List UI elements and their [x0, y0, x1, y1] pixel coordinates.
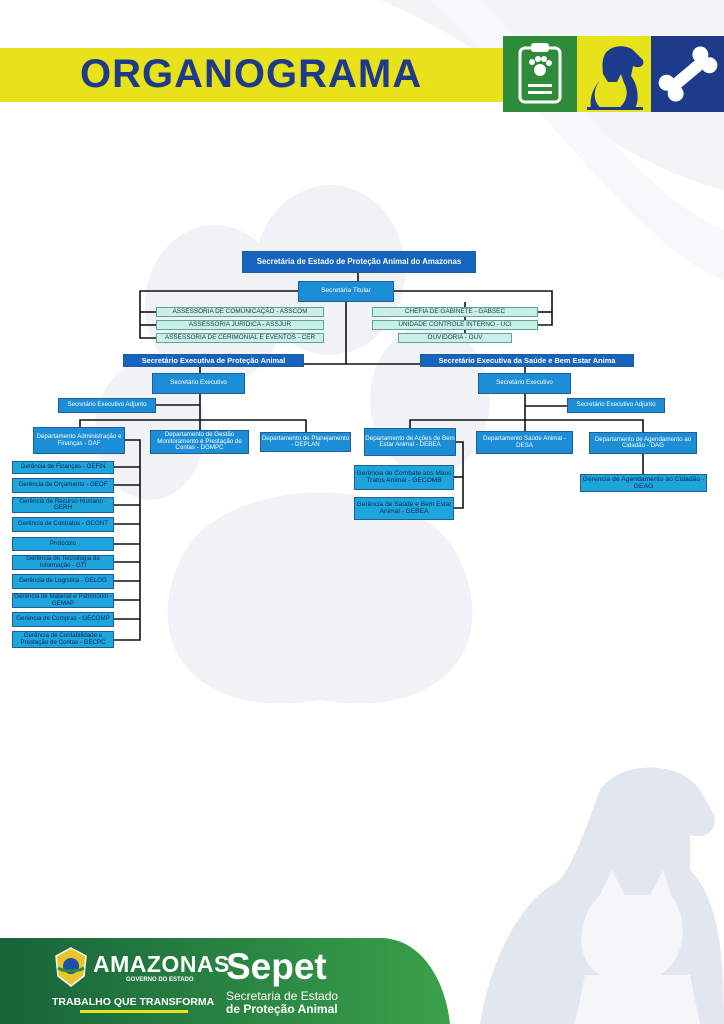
footer-state-sub: GOVERNO DO ESTADO: [126, 977, 194, 983]
root-secretaria-box: Secretária de Estado de Proteção Animal …: [242, 251, 476, 273]
header-band: [0, 48, 505, 102]
dog-cat-tile: [577, 36, 651, 112]
unit-gcont-box: Gerência de Contratos - GCONT: [12, 517, 114, 532]
unit-geof-box: Gerência de Orçamento - GEOF: [12, 478, 114, 493]
slogan-underline: [80, 1010, 188, 1013]
clipboard-paw-icon: [518, 43, 562, 104]
advisor-gabsec-box: CHEFIA DE GABINETE - GABSEC: [372, 307, 538, 317]
unit-gelog-box: Gerência de Logística - GELOG: [12, 574, 114, 589]
footer-state-name: AMAZONAS: [93, 951, 230, 977]
dept-dag-box: Departamento de Agendamento ao Cidadão -…: [589, 432, 697, 454]
dog-cat-icon: [587, 46, 644, 110]
branch-right-title: Secretário Executiva da Saúde e Bem Esta…: [420, 354, 634, 367]
footer-band: [0, 938, 450, 1024]
bone-tile: [651, 36, 724, 112]
dept-debea-box: Departamento de Ações de Bem Estar Anima…: [364, 428, 456, 456]
unit-gecomp-box: Gerência de Compras - GECOMP: [12, 612, 114, 627]
unit-gti-box: Gerência de Tecnologia da Informação - G…: [12, 555, 114, 570]
unit-protocolo-box: Protocolo: [12, 537, 114, 551]
footer-brand-line2: de Proteção Animal: [226, 1002, 338, 1016]
dog-cat-watermark: [480, 767, 724, 1024]
right-adjunto-box: Secretário Executivo Adjunto: [567, 398, 665, 413]
unit-geag-box: Gerencia de Agendamento ao Cidadão - GEA…: [580, 474, 707, 492]
unit-gemap-box: Gerência de Material e Patrimônio - GEMA…: [12, 593, 114, 608]
unit-gefin-box: Gerência de Finanças - GEFIN: [12, 461, 114, 474]
amazonas-crest-icon: [55, 947, 87, 987]
secretaria-titular-box: Secretária Titular: [298, 281, 394, 302]
advisor-assjur-box: ASSESSORIA JURÍDICA - ASSJUR: [156, 320, 324, 330]
unit-gebea-box: Gerência de Saúde e Bem Estar Animal - G…: [354, 497, 454, 520]
right-executivo-box: Secretário Executivo: [478, 373, 571, 394]
bone-icon: [658, 46, 718, 102]
page-title: ORGANOGRAMA: [80, 52, 423, 96]
left-executivo-box: Secretário Executivo: [152, 373, 245, 394]
footer-brand-line1: Secretaria de Estado: [226, 989, 339, 1003]
dept-desa-box: Departamento Saúde Animal - DESA: [476, 431, 573, 454]
unit-gecomb-box: Gerência de Combate aos Maus Tratos Anim…: [354, 465, 454, 490]
unit-gerh-box: Gerência de Recurso Humano - GERH: [12, 497, 114, 513]
advisor-cer-box: ASSESSORIA DE CERIMONIAL E EVENTOS - CER: [156, 333, 324, 343]
left-adjunto-box: Secretário Executivo Adjunto: [58, 398, 156, 413]
dept-deplan-box: Departamento de Planejamento - DEPLAN: [260, 432, 351, 452]
footer-slogan: TRABALHO QUE TRANSFORMA: [52, 996, 215, 1008]
unit-gecpc-box: Gerência de Contabilidade e Prestação de…: [12, 631, 114, 648]
advisor-uci-box: UNIDADE CONTROLE INTERNO - UCI: [372, 320, 538, 330]
clipboard-paw-tile: [503, 36, 577, 112]
dept-dgmpc-box: Departamento de Gestão Monitoramento e P…: [150, 430, 249, 454]
branch-left-title: Secretário Executiva de Proteção Animal: [123, 354, 304, 367]
advisor-asscom-box: ASSESSORIA DE COMUNICAÇÃO - ASSCOM: [156, 307, 324, 317]
footer-brand: Sepet: [226, 946, 327, 987]
advisor-ouv-box: OUVIDORIA - OUV: [398, 333, 512, 343]
dept-daf-box: Departamento Administração e Finanças - …: [33, 427, 125, 454]
